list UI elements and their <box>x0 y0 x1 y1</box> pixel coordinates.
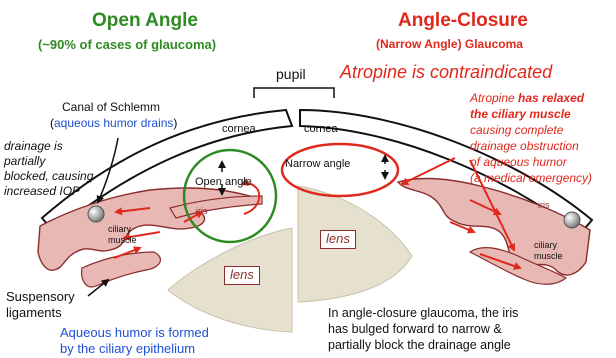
canal-of-schlemm-left <box>88 206 104 222</box>
pupil-bracket <box>254 88 334 98</box>
iris-left-label: iris <box>196 206 208 216</box>
ciliary-tissue-left-lower <box>82 252 161 287</box>
atropine-note-line-1: Atropine has relaxed <box>470 92 584 106</box>
open-angle-subtitle: (~90% of cases of glaucoma) <box>38 38 216 53</box>
canal-of-schlemm-label: Canal of Schlemm <box>62 101 160 115</box>
atropine-note-line-6: (a medical emergency) <box>470 172 592 186</box>
atropine-note-line-5: of aqueous humor <box>470 156 567 170</box>
iris-right-label: iris <box>538 200 550 210</box>
drainage-note-line-3: blocked, causing <box>4 170 93 184</box>
pupil-label: pupil <box>276 66 306 82</box>
atropine-note-line-2: the ciliary muscle <box>470 108 571 122</box>
angle-closure-title: Angle-Closure <box>398 10 528 32</box>
atropine-contraindicated-warning: Atropine is contraindicated <box>340 62 552 83</box>
suspensory-ligaments-label-2: ligaments <box>6 306 62 321</box>
aqueous-formed-line-1: Aqueous humor is formed <box>60 326 209 341</box>
atropine-note-line-3: causing complete <box>470 124 563 138</box>
canal-of-schlemm-right <box>564 212 580 228</box>
open-angle-label: Open angle <box>195 176 252 189</box>
aqueous-formed-line-2: by the ciliary epithelium <box>60 342 195 357</box>
narrow-angle-label: Narrow angle <box>285 158 350 171</box>
lens-left-label: lens <box>224 266 260 285</box>
angle-closure-note-line-3: partially block the drainage angle <box>328 338 511 352</box>
cornea-left-label: cornea <box>222 123 256 136</box>
cornea-right-label: cornea <box>304 123 338 136</box>
canal-drains-label: (aqueous humor drains) <box>50 117 177 131</box>
ciliary-muscle-left-label-1: ciliary <box>108 224 131 234</box>
angle-closure-note-line-2: has bulged forward to narrow & <box>328 322 502 336</box>
angle-closure-subtitle: (Narrow Angle) Glaucoma <box>376 38 523 52</box>
open-angle-title: Open Angle <box>92 10 198 32</box>
suspensory-ligaments-label-1: Suspensory <box>6 290 75 305</box>
angle-closure-note-line-1: In angle-closure glaucoma, the iris <box>328 306 518 320</box>
ciliary-muscle-right-label-2: muscle <box>534 251 563 261</box>
atropine-note-line-4: drainage obstruction <box>470 140 579 154</box>
ciliary-muscle-left-label-2: muscle <box>108 235 137 245</box>
drainage-note-line-2: partially <box>4 155 45 169</box>
ciliary-muscle-right-label-1: ciliary <box>534 240 557 250</box>
lens-right-label: lens <box>320 230 356 249</box>
drainage-note-line-4: increased IOP <box>4 185 80 199</box>
drainage-note-line-1: drainage is <box>4 140 63 154</box>
